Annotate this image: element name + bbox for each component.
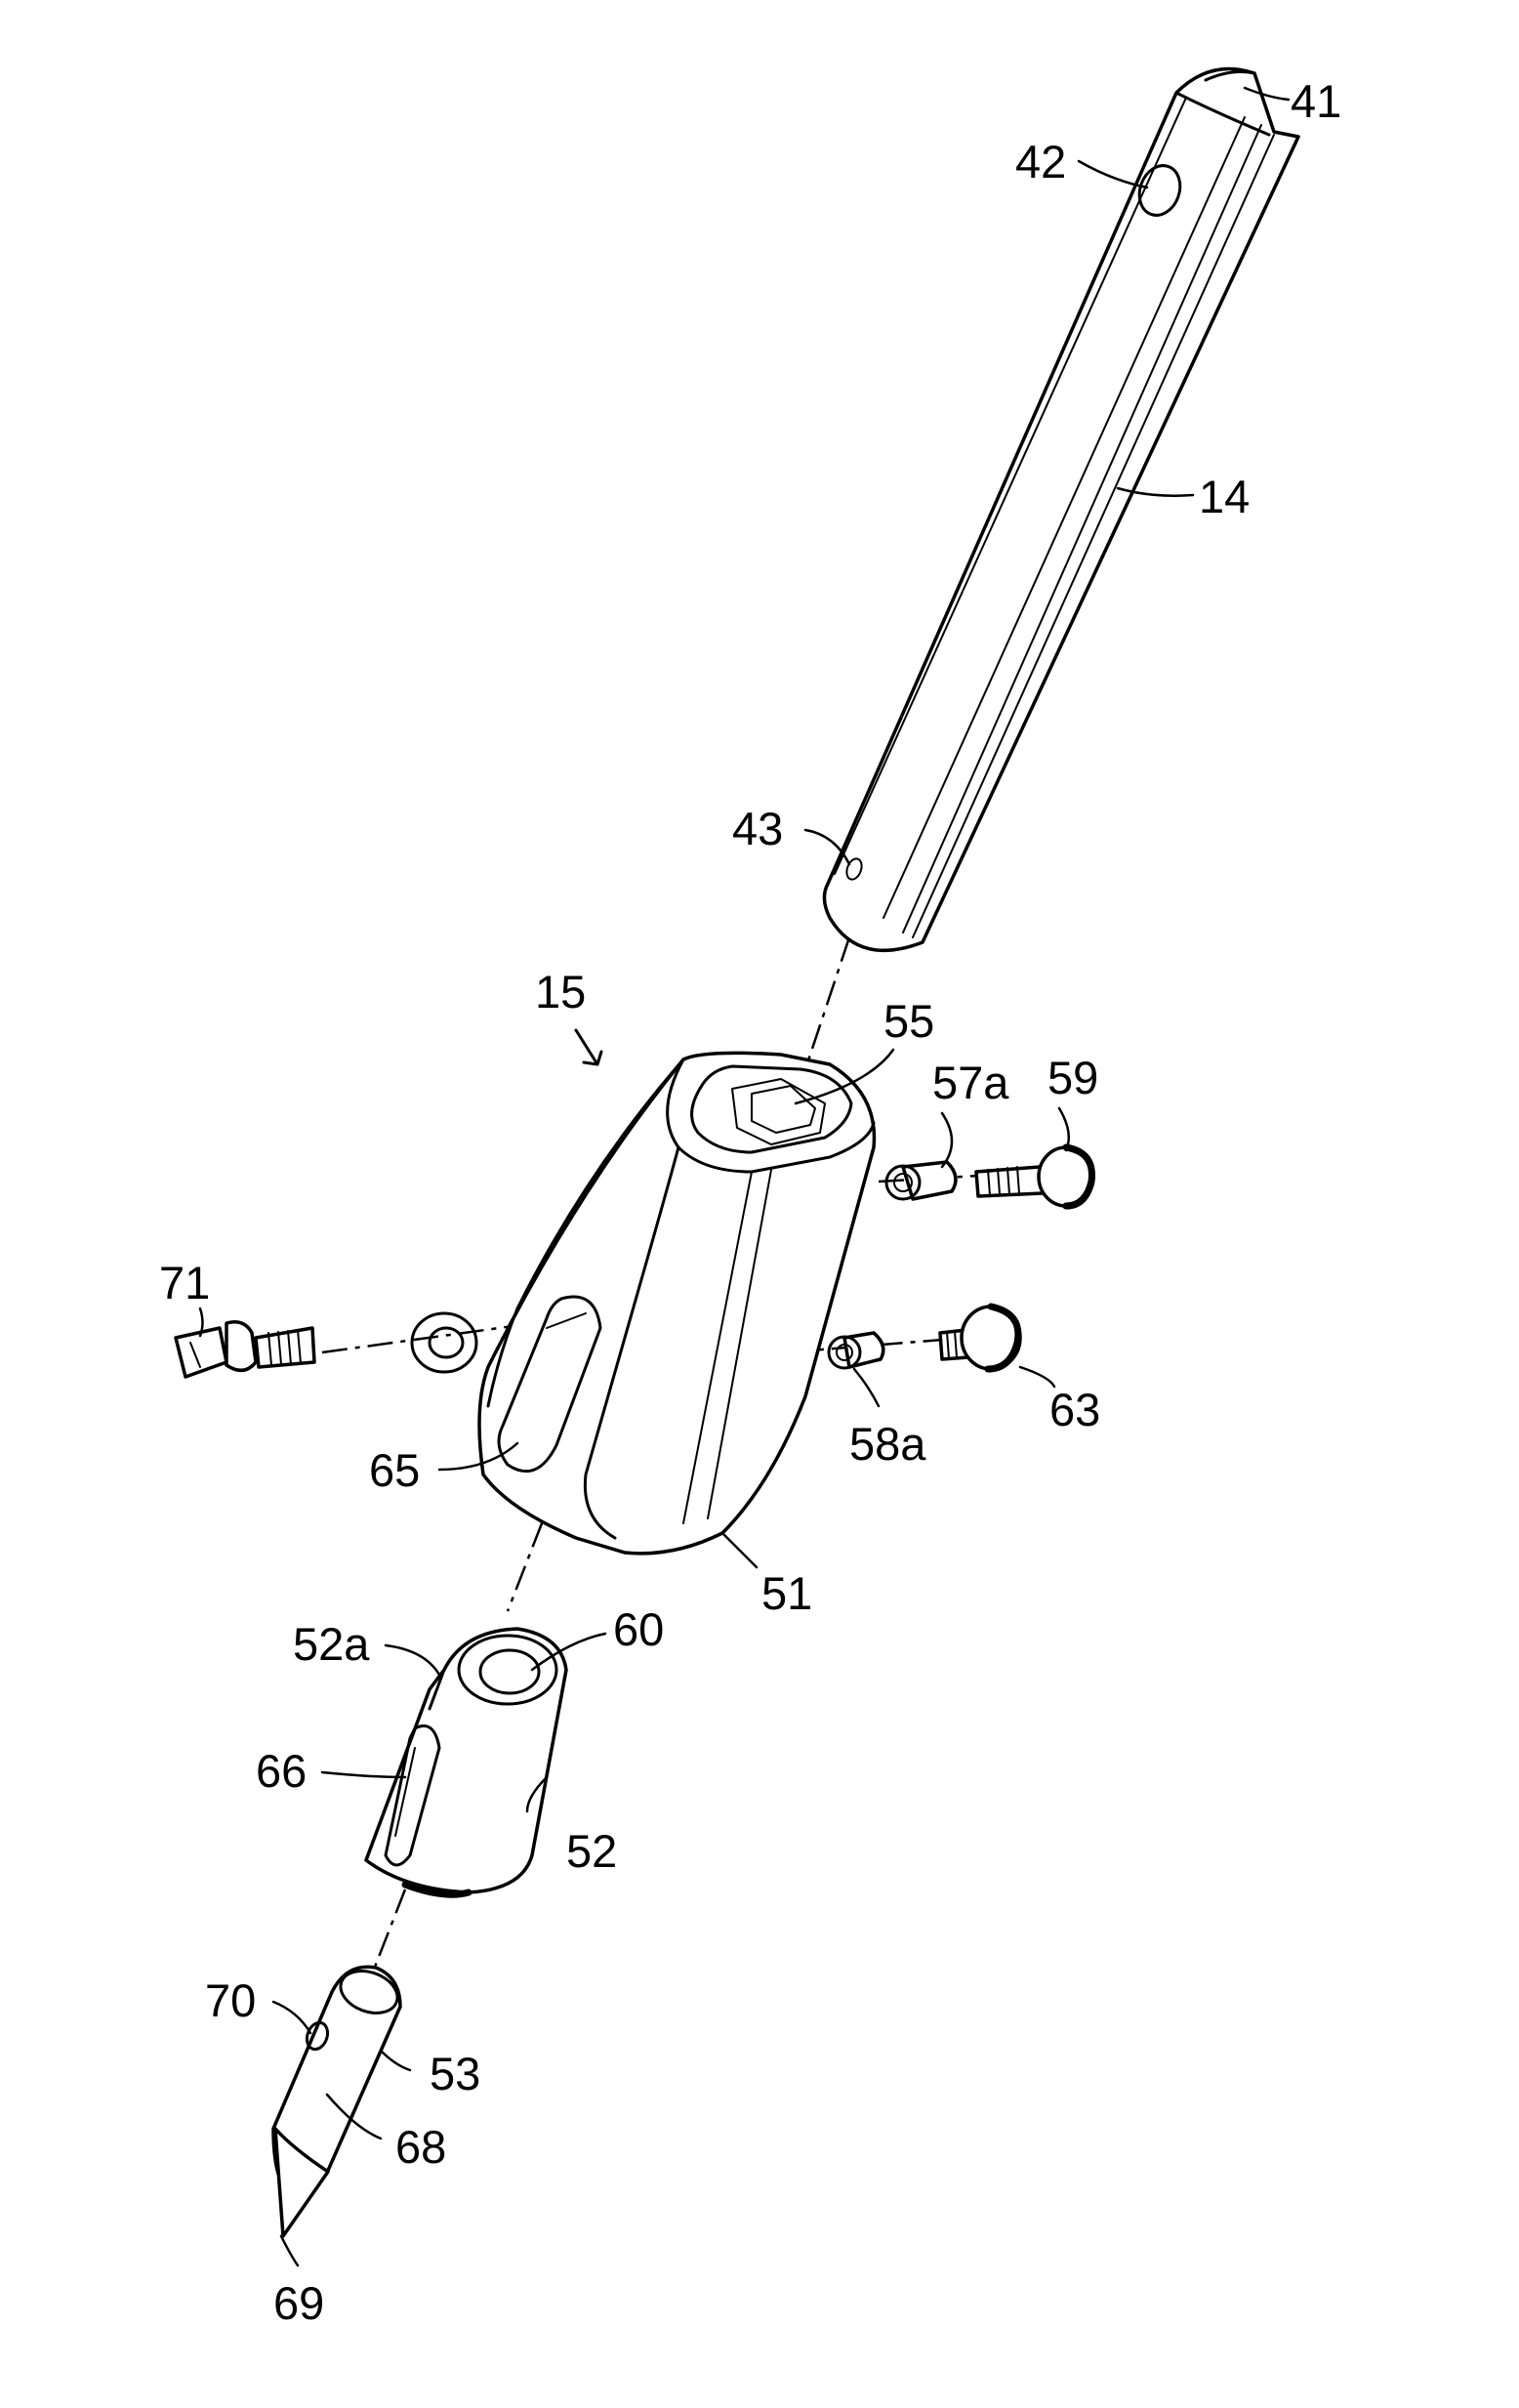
- leader-71: [200, 1308, 203, 1336]
- leader-70: [273, 2002, 310, 2033]
- leader-59: [1059, 1108, 1069, 1150]
- screw-63: [940, 1307, 1020, 1369]
- label-41: 41: [1291, 75, 1341, 127]
- label-42: 42: [1015, 136, 1066, 187]
- spacer-58a: [829, 1333, 883, 1368]
- label-55: 55: [883, 995, 934, 1047]
- bushing-52: [366, 1629, 566, 1894]
- washer-71: [412, 1313, 476, 1372]
- leader-51: [722, 1533, 757, 1567]
- label-51: 51: [761, 1567, 812, 1619]
- main-axis-upper: [805, 937, 849, 1069]
- housing-51: [479, 1053, 874, 1554]
- leader-52a: [386, 1645, 439, 1675]
- label-68: 68: [395, 2121, 446, 2173]
- label-52a: 52a: [293, 1618, 370, 1670]
- label-60: 60: [613, 1603, 664, 1655]
- label-52: 52: [566, 1825, 617, 1877]
- label-14: 14: [1199, 471, 1250, 522]
- label-71: 71: [159, 1257, 210, 1308]
- arrow-15: [576, 1030, 601, 1064]
- label-66: 66: [256, 1745, 307, 1797]
- leader-58a: [854, 1369, 879, 1406]
- leader-57a: [942, 1113, 952, 1167]
- leader-53: [381, 2051, 410, 2070]
- leader-66: [322, 1772, 405, 1777]
- label-15: 15: [535, 966, 586, 1017]
- leader-69: [281, 2236, 298, 2265]
- label-58a: 58a: [849, 1418, 926, 1470]
- label-43: 43: [732, 803, 783, 854]
- screw-59: [976, 1147, 1093, 1206]
- pin-53: [273, 1964, 403, 2236]
- label-57a: 57a: [932, 1057, 1009, 1108]
- label-53: 53: [430, 2048, 480, 2099]
- label-69: 69: [273, 2277, 324, 2329]
- label-63: 63: [1049, 1384, 1100, 1435]
- label-59: 59: [1047, 1052, 1098, 1103]
- label-70: 70: [205, 1974, 256, 2026]
- screw-71: [176, 1322, 314, 1377]
- main-axis-lower: [508, 1523, 542, 1611]
- label-65: 65: [369, 1444, 420, 1496]
